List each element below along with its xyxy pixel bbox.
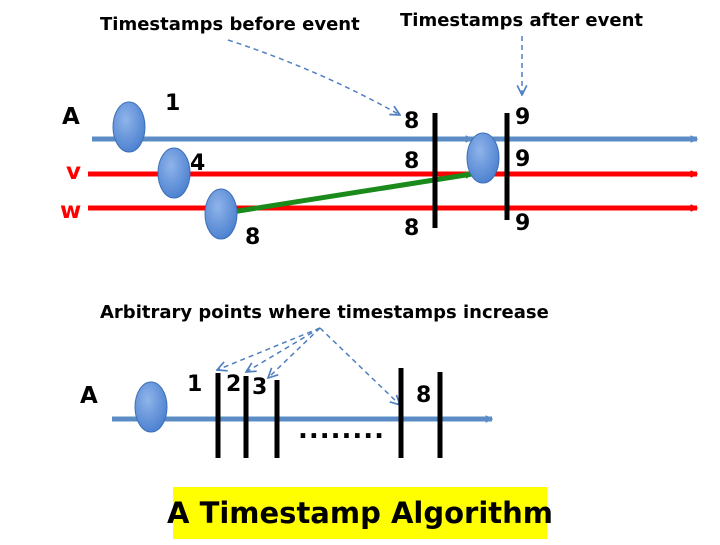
event-node-receive: [466, 132, 500, 184]
after-value-a: 9: [515, 105, 530, 130]
event-label-w: 8: [245, 225, 260, 250]
fan-arrow-3: [268, 327, 321, 378]
before-value-v: 8: [404, 149, 419, 174]
after-value-w: 9: [515, 211, 530, 236]
ellipsis-dots: ........: [298, 415, 385, 445]
tick-label-2: 2: [226, 372, 241, 397]
fan-arrow-1: [217, 327, 321, 370]
event-node-v: [157, 147, 191, 199]
event-label-a: 1: [165, 91, 180, 116]
caption-after-event: Timestamps after event: [400, 10, 643, 31]
tick-label-1: 1: [187, 372, 202, 397]
before-value-a: 8: [404, 109, 419, 134]
process-label-a-bottom: A: [80, 383, 98, 409]
process-label-w: w: [60, 198, 81, 224]
caption-before-event: Timestamps before event: [100, 14, 360, 35]
fan-arrow-2: [246, 327, 321, 372]
fan-arrows: [217, 327, 400, 405]
page-title: A Timestamp Algorithm: [167, 496, 553, 530]
after-value-v: 9: [515, 147, 530, 172]
event-node-w: [204, 188, 238, 240]
tick-label-3: 3: [252, 375, 267, 400]
title-banner: A Timestamp Algorithm: [167, 487, 553, 539]
event-node-bottom: [134, 381, 168, 433]
caption-arbitrary-points: Arbitrary points where timestamps increa…: [100, 302, 549, 323]
event-node-a: [112, 101, 146, 153]
event-label-v: 4: [190, 151, 205, 176]
before-value-w: 8: [404, 216, 419, 241]
before-pointer-arrow: [227, 39, 400, 115]
process-label-a: A: [62, 104, 80, 130]
process-label-v: v: [66, 159, 81, 185]
message-arrow-green: [231, 174, 472, 215]
tick-label-8: 8: [416, 383, 431, 408]
fan-arrow-4: [319, 327, 400, 405]
